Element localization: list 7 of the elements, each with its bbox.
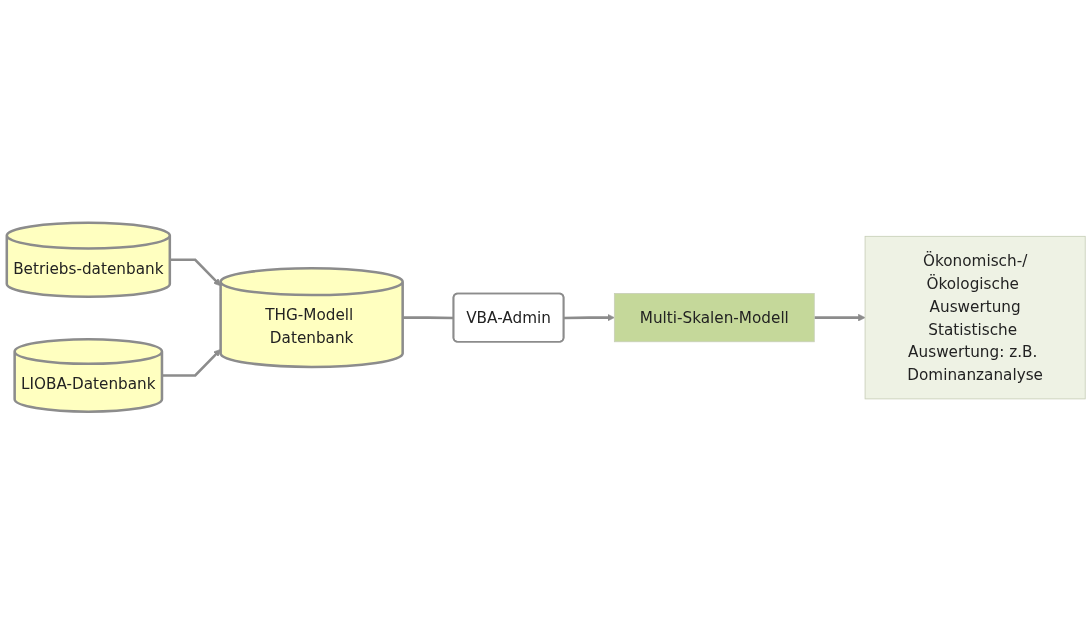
arrow [563,314,615,322]
arrow [161,349,221,377]
node-box: Ökonomisch-/Ökologische Auswertung Statistische Auswertung: z.B. Dominanzanalyse [864,236,1086,400]
arrow [814,314,866,322]
connector [402,316,454,320]
arrow [169,258,221,287]
node-box: Multi-Skalen-Modell [613,293,815,343]
